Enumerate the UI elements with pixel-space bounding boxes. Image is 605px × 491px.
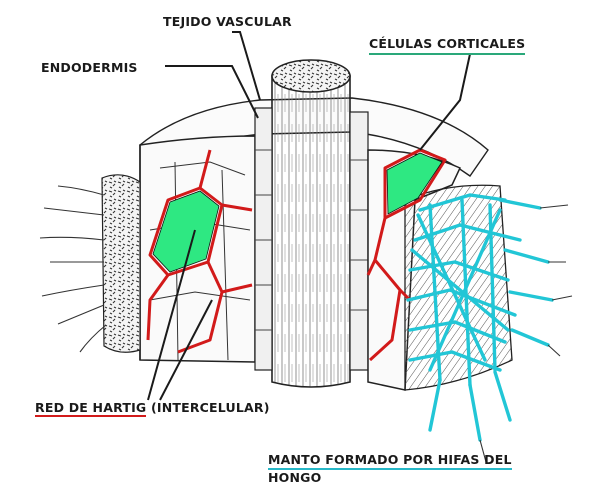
left-mantle-strip <box>102 175 140 352</box>
label-red-de-hartig-main: RED DE HARTIG <box>35 400 146 417</box>
vascular-column <box>272 76 350 387</box>
endodermis-band <box>255 108 272 370</box>
label-tejido-vascular: TEJIDO VASCULAR <box>163 14 292 29</box>
right-endodermis-band <box>350 112 368 370</box>
label-manto-line2: HONGO <box>268 470 321 485</box>
label-celulas-corticales: CÉLULAS CORTICALES <box>369 36 525 55</box>
label-endodermis: ENDODERMIS <box>41 60 138 75</box>
label-red-de-hartig: RED DE HARTIG (INTERCELULAR) <box>35 400 270 415</box>
label-manto-line1: MANTO FORMADO POR HIFAS DEL <box>268 452 512 470</box>
leader-tejido-vascular <box>232 32 260 100</box>
left-hyphae <box>40 186 106 352</box>
label-red-de-hartig-suffix: (INTERCELULAR) <box>146 400 269 415</box>
